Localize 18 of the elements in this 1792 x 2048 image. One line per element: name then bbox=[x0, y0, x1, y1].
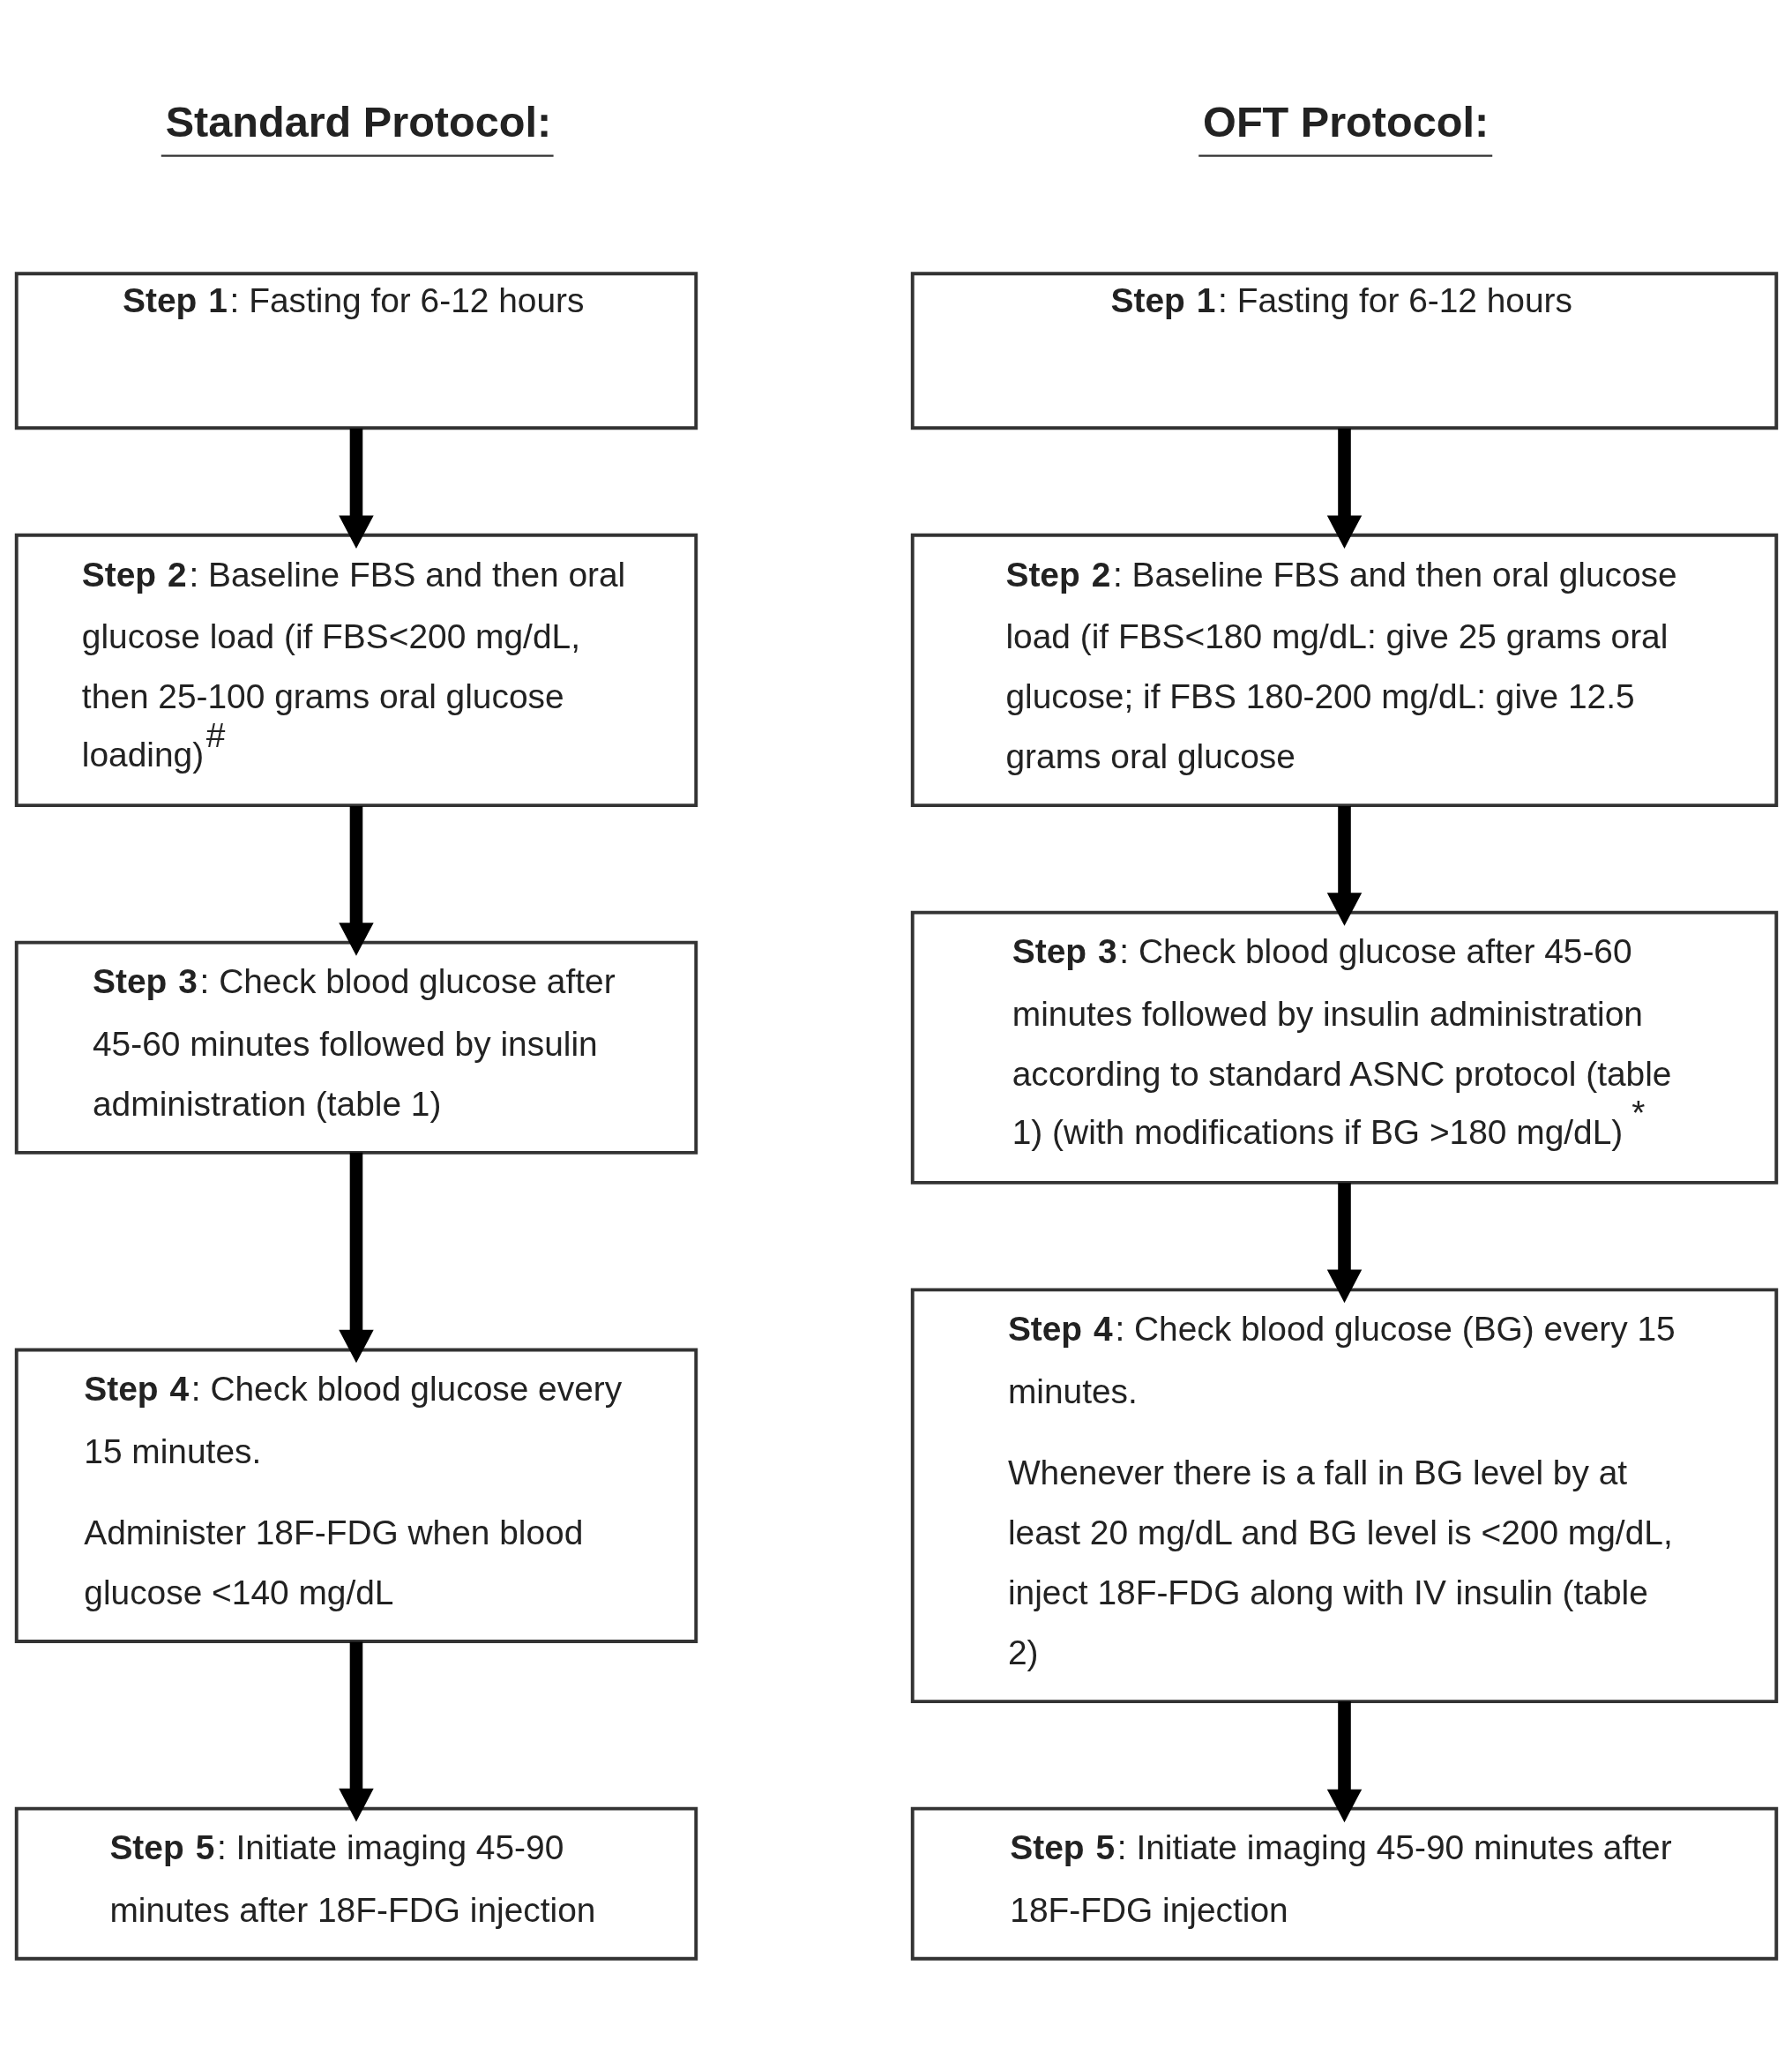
arrow bbox=[338, 1641, 374, 1822]
label: Standard Protocol: bbox=[165, 97, 551, 146]
arrow bbox=[1326, 1183, 1362, 1304]
node-box: Step 3: Check blood glucose after 45-60 minutes followed by insulin administration (table 1) bbox=[14, 940, 698, 1155]
arrow bbox=[1326, 805, 1362, 926]
node-box: Step 4: Check blood glucose (BG) every 15 minutes. Whenever there is a fall in BG level by at least 20 mg/dL and BG level is <200 mg/dL, inject 18F-FDG along with IV insulin (table 2) bbox=[910, 1288, 1778, 1704]
node-box: Step 5: Initiate imaging 45-90 minutes after 18F-FDG injection bbox=[14, 1806, 698, 1961]
node-box: Step 4: Check blood glucose every 15 minutes. Administer 18F-FDG when blood glucose <140 mg/dL bbox=[14, 1348, 698, 1643]
node-box: Step 1: Fasting for 6-12 hours bbox=[14, 272, 698, 430]
arrow bbox=[338, 1152, 374, 1364]
node-box: Step 2: Baseline FBS and then oral glucose load (if FBS<180 mg/dL: give 25 grams oral glucose; if FBS 180-200 mg/dL: give 12.5 grams oral glucose bbox=[910, 533, 1778, 807]
arrow bbox=[1326, 428, 1362, 549]
node-box: Step 1: Fasting for 6-12 hours bbox=[910, 272, 1778, 430]
arrow bbox=[338, 805, 374, 956]
arrow bbox=[338, 428, 374, 549]
node-box: Step 5: Initiate imaging 45-90 minutes after 18F-FDG injection bbox=[910, 1806, 1778, 1961]
arrow bbox=[1326, 1701, 1362, 1823]
label: OFT Protocol: bbox=[1202, 97, 1489, 146]
